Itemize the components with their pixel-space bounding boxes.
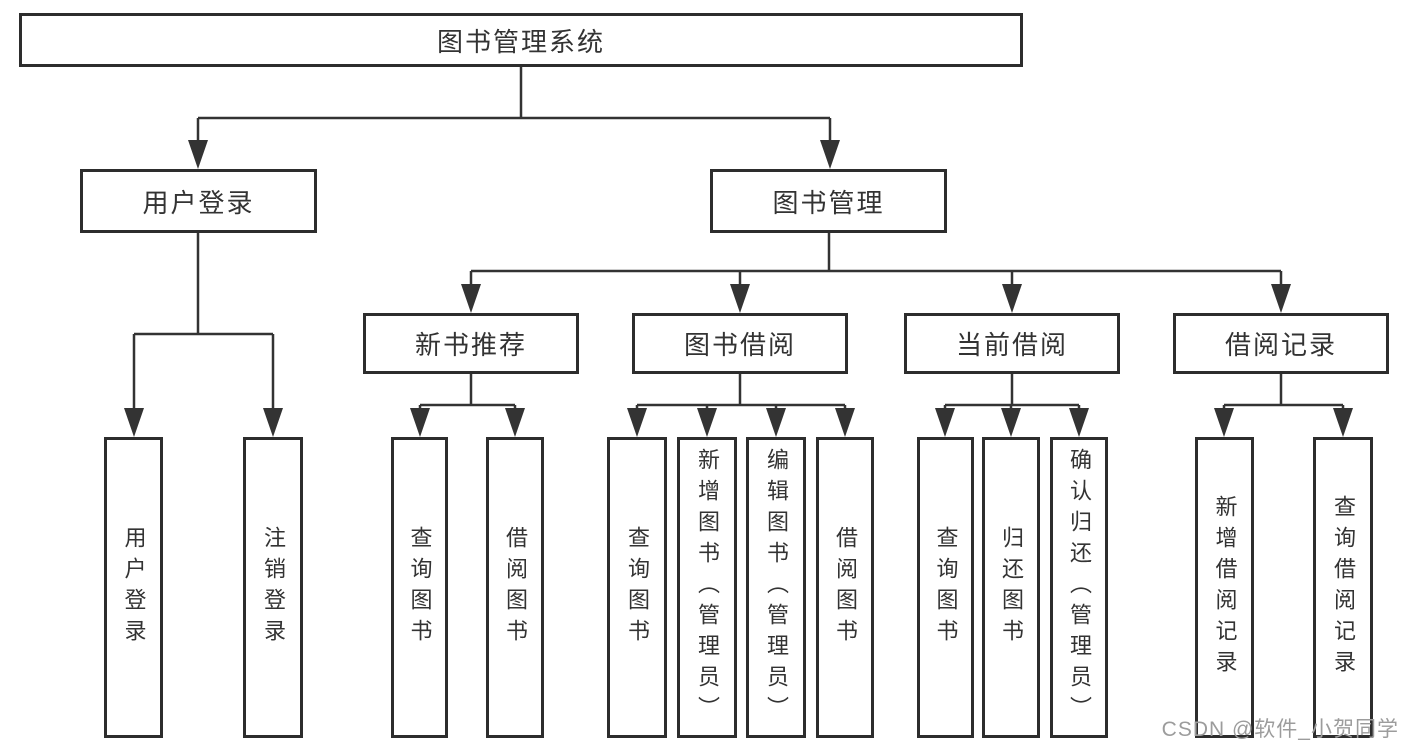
leaf-label: 借阅图书 <box>503 525 528 650</box>
leaf-query-borrow-record: 查询借阅记录 <box>1313 437 1373 738</box>
node-label: 用户登录 <box>142 187 255 218</box>
arrowheads <box>124 140 1353 437</box>
node-label: 借阅记录 <box>1224 330 1337 360</box>
leaf-label: 归还图书 <box>999 525 1024 650</box>
leaf-add-books-admin: 新增图书（管理员） <box>677 437 737 738</box>
leaf-confirm-return-admin: 确认归还（管理员） <box>1050 437 1108 738</box>
node-label: 当前借阅 <box>955 330 1068 360</box>
leaf-add-borrow-record: 新增借阅记录 <box>1195 437 1254 738</box>
leaf-label: 确认归还（管理员） <box>1067 448 1092 727</box>
leaf-label: 查询图书 <box>933 525 959 650</box>
leaf-label: 编辑图书（管理员） <box>764 448 789 727</box>
leaf-label: 新增图书（管理员） <box>695 448 720 727</box>
leaf-edit-books-admin: 编辑图书（管理员） <box>746 437 806 738</box>
leaf-logout: 注销登录 <box>243 437 303 738</box>
node-label: 图书管理 <box>772 187 885 218</box>
leaf-label: 查询图书 <box>625 525 650 650</box>
leaf-query-books: 查询图书 <box>391 437 448 738</box>
leaf-borrow-books: 借阅图书 <box>816 437 874 738</box>
node-label: 图书借阅 <box>683 330 796 360</box>
node-label: 图书管理系统 <box>436 26 605 57</box>
leaf-return-books: 归还图书 <box>982 437 1040 738</box>
node-book-management-system: 图书管理系统 <box>19 13 1023 67</box>
leaf-user-login: 用户登录 <box>104 437 163 738</box>
node-current-borrowing: 当前借阅 <box>904 313 1120 374</box>
node-book-borrowing: 图书借阅 <box>632 313 848 374</box>
leaf-label: 查询图书 <box>407 525 433 650</box>
leaf-label: 查询借阅记录 <box>1331 494 1356 681</box>
node-book-management: 图书管理 <box>710 169 947 233</box>
leaf-query-books: 查询图书 <box>607 437 667 738</box>
leaf-query-books: 查询图书 <box>917 437 974 738</box>
node-user-login: 用户登录 <box>80 169 317 233</box>
leaf-label: 新增借阅记录 <box>1212 494 1238 681</box>
leaf-label: 用户登录 <box>121 525 147 650</box>
node-borrowing-records: 借阅记录 <box>1173 313 1389 374</box>
node-label: 新书推荐 <box>414 330 527 360</box>
leaf-label: 注销登录 <box>261 525 286 650</box>
watermark: CSDN @软件_小贺同学 <box>1161 718 1399 741</box>
leaf-borrow-books: 借阅图书 <box>486 437 544 738</box>
leaf-label: 借阅图书 <box>833 525 858 650</box>
node-new-book-recommendation: 新书推荐 <box>363 313 579 374</box>
